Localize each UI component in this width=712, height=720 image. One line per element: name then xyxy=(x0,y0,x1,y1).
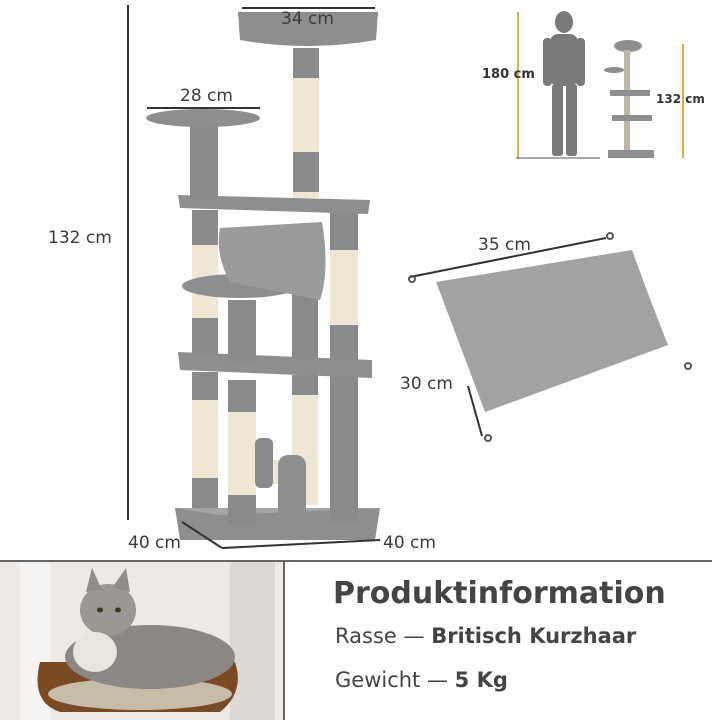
person-height-dimension: 180 cm xyxy=(482,67,535,82)
product-diagram: 34 cm 28 cm 132 cm 40 cm 40 cm 35 cm 30 … xyxy=(48,5,705,553)
hammock-width-dimension: 30 cm xyxy=(400,374,453,394)
base-width-dimension: 40 cm xyxy=(383,533,436,553)
bottom-strip: Produktinformation Rasse — Britisch Kurz… xyxy=(0,560,712,720)
person-silhouette xyxy=(543,11,585,156)
side-platform xyxy=(146,109,260,127)
weight-separator: — xyxy=(426,668,448,692)
weight-value: 5 Kg xyxy=(454,668,508,692)
info-title: Produktinformation xyxy=(333,576,666,611)
top-platform-dimension: 34 cm xyxy=(281,9,334,29)
breed-label: Rasse xyxy=(335,624,397,648)
weight-label: Gewicht xyxy=(335,668,421,692)
post xyxy=(330,362,358,522)
middle-platform xyxy=(178,352,372,378)
weight-row: Gewicht — 5 Kg xyxy=(335,668,508,692)
cat-photo xyxy=(0,562,285,720)
small-cat-tree xyxy=(604,40,654,158)
height-dimension: 132 cm xyxy=(48,228,112,248)
cat-tree-illustration xyxy=(127,5,692,549)
product-info-panel: Produktinformation Rasse — Britisch Kurz… xyxy=(285,562,712,720)
top-bowl xyxy=(238,12,378,46)
hammock-length-dimension: 35 cm xyxy=(478,235,531,255)
small-tree-height-dimension: 132 cm xyxy=(656,92,705,106)
breed-row: Rasse — Britisch Kurzhaar xyxy=(335,624,636,648)
breed-separator: — xyxy=(403,624,425,648)
side-platform-dimension: 28 cm xyxy=(180,86,233,106)
base-board xyxy=(175,508,380,540)
breed-value: Britisch Kurzhaar xyxy=(431,624,637,648)
hammock xyxy=(218,222,326,300)
hammock-detail xyxy=(436,250,668,412)
base-depth-dimension: 40 cm xyxy=(128,533,181,553)
upper-platform xyxy=(178,195,370,214)
